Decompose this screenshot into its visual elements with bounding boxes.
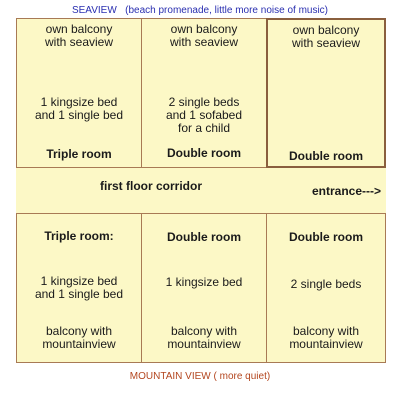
room-top-2: own balcony with seaview 2 single beds a… [141, 18, 267, 168]
room-type-label: Double room [289, 230, 363, 244]
room-type-label: Triple room: [44, 229, 114, 243]
room-view-text: own balcony with seaview [291, 23, 361, 50]
floor-plan: own balcony with seaview 1 kingsize bed … [16, 18, 386, 363]
seaview-title: SEAVIEW [71, 5, 117, 16]
room-bottom-2: Double room 1 kingsize bed balcony with … [141, 213, 267, 363]
room-type-label: Double room [167, 230, 241, 244]
room-bottom-1: Triple room: 1 kingsize bed and 1 single… [16, 213, 142, 363]
entrance-label: entrance---> [312, 184, 382, 198]
seaview-note: (beach promenade, little more noise of m… [125, 5, 329, 16]
room-view-text: own balcony with seaview [44, 22, 114, 49]
mountain-view-title: MOUNTAIN VIEW [129, 371, 211, 382]
corridor-label: first floor corridor [100, 179, 203, 193]
room-bed-text: 1 kingsize bed and 1 single bed [34, 274, 124, 301]
room-bed-text: 1 kingsize bed [165, 275, 243, 289]
room-top-3: own balcony with seaview Double room [266, 18, 386, 168]
room-bed-text: 1 kingsize bed and 1 single bed [34, 95, 124, 122]
room-bed-text: 2 single beds [290, 277, 362, 291]
room-bottom-3: Double room 2 single beds balcony with m… [266, 213, 386, 363]
mountain-view-caption: MOUNTAIN VIEW ( more quiet) [0, 371, 400, 382]
room-type-label: Triple room [46, 147, 112, 161]
mountain-view-note: ( more quiet) [213, 371, 271, 382]
seaview-caption: SEAVIEW (beach promenade, little more no… [0, 5, 400, 16]
room-view-text: balcony with mountainview [42, 324, 116, 351]
room-bed-text: 2 single beds and 1 sofabed for a child [165, 95, 243, 135]
room-view-text: balcony with mountainview [289, 324, 363, 351]
room-view-text: own balcony with seaview [169, 22, 239, 49]
room-top-1: own balcony with seaview 1 kingsize bed … [16, 18, 142, 168]
room-view-text: balcony with mountainview [167, 324, 241, 351]
room-type-label: Double room [289, 149, 363, 163]
room-type-label: Double room [167, 146, 241, 160]
